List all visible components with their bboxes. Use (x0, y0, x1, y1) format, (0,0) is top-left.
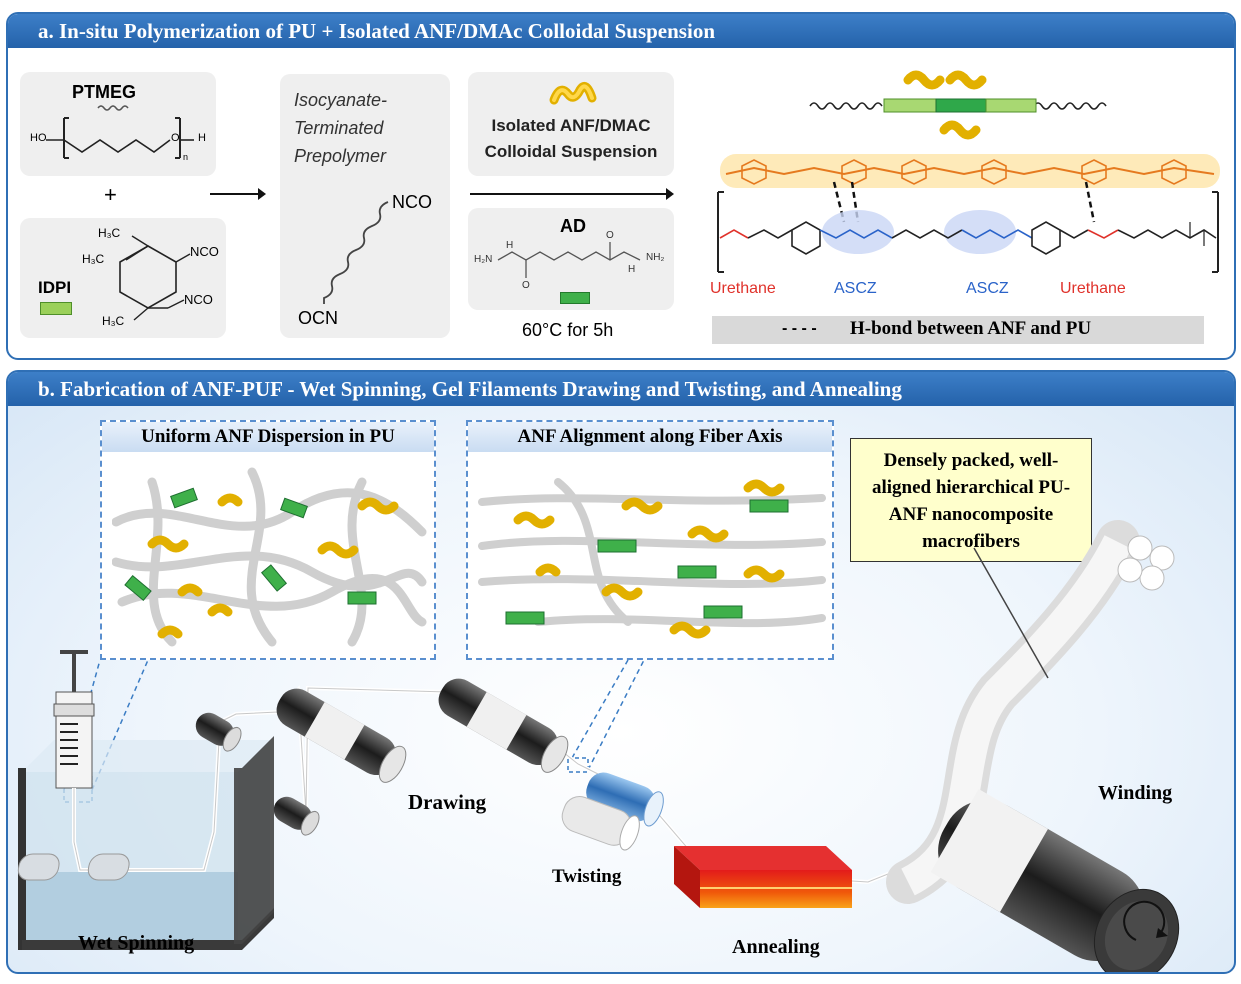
reaction-arrow-2 (470, 188, 674, 200)
anf-box-line2: Colloidal Suspension (484, 142, 658, 161)
ptmeg-ho: HO (30, 132, 47, 144)
callout-line4: macrofibers (922, 531, 1020, 552)
prepolymer-box: Isocyanate- Terminated Prepolymer NCO OC… (280, 74, 450, 338)
ptmeg-label: PTMEG (72, 82, 137, 102)
label-ascz-right: ASCZ (966, 280, 1009, 297)
chain-schematic (809, 70, 1107, 140)
idpi-nco-1: NCO (190, 244, 219, 259)
prepolymer-line3: Prepolymer (294, 146, 387, 166)
ad-green-block (560, 292, 590, 304)
ad-structure (497, 242, 641, 278)
plus-sign: + (104, 182, 117, 207)
ad-o1: O (522, 280, 530, 291)
idpi-box: IDPI H₃C H₃C H₃C NCO NCO (20, 218, 226, 338)
callout-line2: aligned hierarchical PU- (871, 477, 1071, 498)
ad-h2: H (628, 264, 636, 275)
callout-line1: Densely packed, well- (883, 450, 1059, 471)
inset-left-title: Uniform ANF Dispersion in PU (102, 422, 434, 452)
hbond-legend-text: H-bond between ANF and PU (850, 318, 1092, 339)
callout-line3: ANF nanocomposite (888, 504, 1054, 525)
idpi-nco-2: NCO (184, 292, 213, 307)
idpi-label: IDPI (38, 278, 72, 297)
label-urethane-left: Urethane (710, 280, 776, 297)
inset-right-fibers (478, 478, 826, 639)
label-urethane-right: Urethane (1060, 280, 1126, 297)
ptmeg-o: O (171, 132, 180, 144)
ad-box: AD H₂N NH₂ H H O O (468, 208, 674, 310)
idpi-h3c-3: H₃C (102, 314, 125, 328)
inset-left-fibers (112, 467, 427, 647)
pu-backbone (717, 191, 1219, 273)
step-wet-spinning: Wet Spinning (78, 932, 195, 954)
prepolymer-ocn: OCN (298, 308, 338, 328)
hbond-legend: - - - - H-bond between ANF and PU (712, 316, 1204, 344)
inset-alignment: ANF Alignment along Fiber Axis (466, 420, 834, 660)
ad-o2: O (606, 230, 614, 241)
ad-label: AD (560, 216, 586, 236)
step-winding: Winding (1098, 782, 1173, 804)
inset-right-title: ANF Alignment along Fiber Axis (468, 422, 832, 452)
ptmeg-n: n (183, 152, 189, 162)
process-illustration (17, 520, 1180, 972)
prepolymer-chain (323, 201, 389, 304)
anf-box-line1: Isolated ANF/DMAC (491, 116, 651, 135)
step-annealing: Annealing (732, 936, 820, 958)
idpi-h3c-1: H₃C (98, 226, 121, 240)
idpi-structure (119, 235, 191, 321)
panel-a-title: a. In-situ Polymerization of PU + Isolat… (8, 14, 1234, 48)
reaction-arrow-1 (210, 188, 266, 200)
ptmeg-box: PTMEG HO O H n (20, 72, 216, 176)
inset-uniform-dispersion: Uniform ANF Dispersion in PU (100, 420, 436, 660)
ad-h1: H (506, 240, 514, 251)
ptmeg-h: H (198, 132, 206, 144)
prepolymer-line1: Isocyanate- (294, 90, 388, 110)
panel-b: b. Fabrication of ANF-PUF - Wet Spinning… (6, 370, 1236, 974)
step-twisting: Twisting (552, 866, 622, 887)
panel-a: a. In-situ Polymerization of PU + Isolat… (6, 12, 1236, 360)
ad-nh2: NH₂ (646, 252, 665, 263)
prepolymer-line2: Terminated (294, 118, 384, 138)
anf-aromatic-strand (720, 154, 1220, 188)
hbond-legend-dashes: - - - - (782, 320, 817, 337)
reaction-condition: 60°C for 5h (522, 320, 614, 340)
macrofiber-callout: Densely packed, well- aligned hierarchic… (850, 438, 1092, 562)
step-drawing: Drawing (408, 790, 487, 814)
idpi-green-block (40, 302, 72, 315)
label-ascz-left: ASCZ (834, 280, 877, 297)
idpi-h3c-2: H₃C (82, 252, 105, 266)
anf-icon (549, 82, 597, 105)
ptmeg-structure (46, 105, 194, 159)
prepolymer-nco: NCO (392, 192, 432, 212)
anf-suspension-box: Isolated ANF/DMAC Colloidal Suspension (468, 72, 674, 176)
ad-h2n: H₂N (474, 254, 493, 265)
panel-b-title: b. Fabrication of ANF-PUF - Wet Spinning… (8, 372, 1234, 406)
